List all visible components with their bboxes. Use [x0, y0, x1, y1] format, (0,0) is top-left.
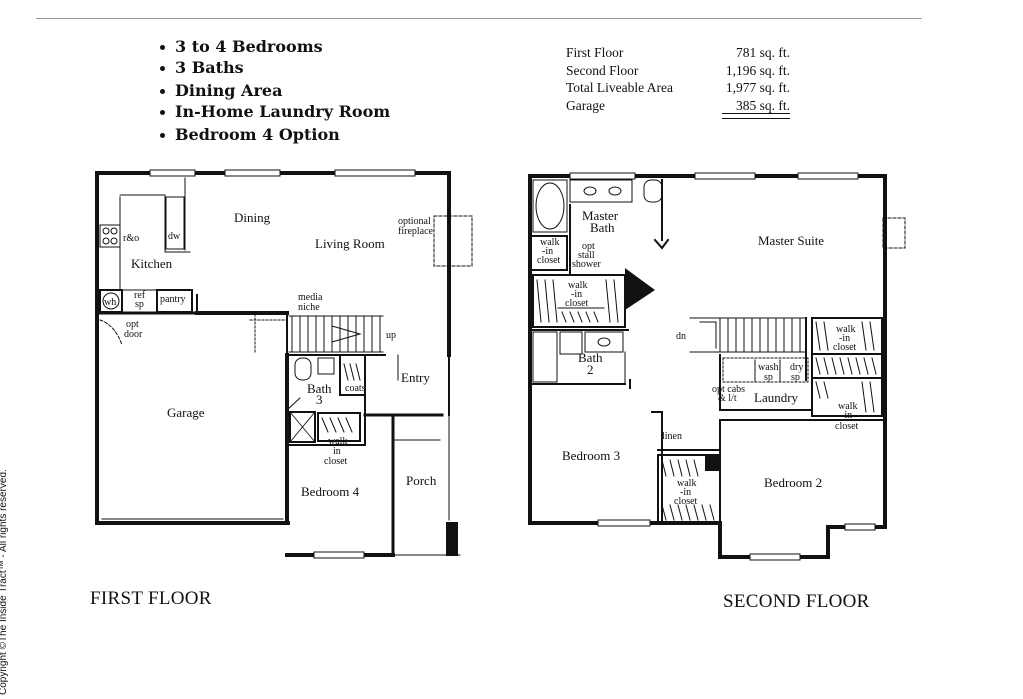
first-floor-labels: Kitchen Dining Living Room optional fire… [104, 210, 437, 499]
area-label: Second Floor [566, 62, 639, 78]
walkin-a-label: walk [540, 237, 559, 248]
walkin-d-label: -in [841, 410, 852, 421]
washer-label: sp [764, 372, 773, 383]
area-row: Garage 385 sq. ft. [566, 97, 790, 115]
feature-text: Dining Area [175, 81, 283, 100]
walkin-b-label: -in [571, 289, 582, 300]
area-row: First Floor 781 sq. ft. [566, 44, 790, 62]
opt-door-label: door [124, 329, 143, 340]
dryer-label: dry [790, 362, 803, 373]
walkin-c-label: closet [833, 342, 857, 353]
bullet-icon [160, 66, 165, 71]
feature-item: 3 Baths [160, 57, 390, 78]
walkin-b-label: walk [568, 280, 587, 291]
opt-stall-shower-label: shower [572, 259, 602, 270]
second-floor-title: SECOND FLOOR [723, 591, 870, 612]
porch-label: Porch [406, 473, 437, 488]
bath2-label: 2 [587, 362, 594, 377]
bath2-label: Bath [578, 350, 603, 365]
coats-label: coats [345, 383, 366, 394]
feature-item: Dining Area [160, 80, 390, 101]
pantry-label: pantry [160, 294, 186, 305]
feature-item: 3 to 4 Bedrooms [160, 36, 390, 57]
walkin-d-label: walk [838, 401, 857, 412]
walkin-c-label: walk [836, 324, 855, 335]
feature-text: In-Home Laundry Room [175, 102, 391, 121]
feature-text: 3 to 4 Bedrooms [175, 37, 323, 56]
bullet-icon [160, 133, 165, 138]
top-rule [36, 18, 922, 19]
area-value: 1,977 sq. ft. [725, 80, 790, 95]
walkin-c-label: -in [839, 333, 850, 344]
first-floor-title: FIRST FLOOR [90, 588, 212, 609]
feature-item: Bedroom 4 Option [160, 124, 390, 145]
walkin-a-label: -in [542, 246, 553, 257]
fireplace-label: optional [398, 216, 431, 227]
feature-text: 3 Baths [175, 58, 244, 77]
walkin-e-label: closet [674, 496, 698, 507]
fireplace-label: fireplace [398, 226, 434, 237]
bullet-icon [160, 89, 165, 94]
master-suite-label: Master Suite [758, 233, 824, 248]
laundry-label: Laundry [754, 390, 799, 405]
walkin-d-label: closet [835, 421, 859, 432]
bedroom4-label: Bedroom 4 [301, 484, 360, 499]
bath3-label: Bath [307, 381, 332, 396]
dining-label: Dining [234, 210, 271, 225]
media-niche-label: media [298, 292, 323, 303]
walkin-label: in [333, 446, 341, 457]
bullet-icon [160, 45, 165, 50]
ref-label: ref [134, 290, 146, 301]
opt-cabs-label: & l/t [718, 393, 737, 404]
bedroom2-label: Bedroom 2 [764, 475, 822, 490]
master-bath-label: Master [582, 208, 619, 223]
media-niche-label: niche [298, 302, 320, 313]
feature-list: 3 to 4 Bedrooms 3 Baths Dining Area In-H… [160, 36, 390, 145]
opt-cabs-label: opt cabs [712, 384, 745, 395]
opt-door-label: opt [126, 319, 139, 330]
walkin-e-label: walk [677, 478, 696, 489]
entry-label: Entry [401, 370, 430, 385]
garage-label: Garage [167, 405, 205, 420]
area-label: First Floor [566, 45, 624, 60]
walkin-a-label: closet [537, 255, 561, 266]
walkin-e-label: -in [680, 487, 691, 498]
walkin-label: closet [324, 456, 348, 467]
total-underline [722, 113, 790, 119]
walkin-b-label: closet [565, 298, 589, 309]
washer-label: wash [758, 362, 779, 373]
feature-text: Bedroom 4 Option [175, 125, 340, 144]
area-value: 1,196 sq. ft. [725, 62, 790, 78]
area-label: Garage [566, 97, 605, 113]
area-row: Total Liveable Area 1,977 sq. ft. [566, 79, 790, 97]
dryer-label: sp [791, 372, 800, 383]
first-floor-plan [95, 169, 473, 559]
dishwasher-label: dw [168, 231, 181, 242]
area-value: 781 sq. ft. [736, 45, 790, 60]
second-floor-labels: Master Bath Master Suite walk -in closet… [537, 208, 859, 507]
bedroom3-label: Bedroom 3 [562, 448, 620, 463]
water-heater-label: wh [104, 297, 116, 308]
living-room-label: Living Room [315, 236, 385, 251]
range-oven-label: r&o [123, 233, 139, 244]
area-table: First Floor 781 sq. ft. Second Floor 1,196… [566, 44, 790, 114]
stairs-up-label: up [386, 330, 396, 341]
walkin-label: walk [328, 436, 347, 447]
area-value: 385 sq. ft. [736, 97, 790, 113]
area-row: Second Floor 1,196 sq. ft. [566, 62, 790, 80]
kitchen-label: Kitchen [131, 256, 173, 271]
bullet-icon [160, 110, 165, 115]
area-label: Total Liveable Area [566, 80, 674, 95]
opt-stall-shower-label: stall [578, 250, 595, 261]
stairs-down-label: dn [676, 331, 686, 342]
feature-item: In-Home Laundry Room [160, 101, 390, 122]
opt-stall-shower-label: opt [582, 241, 595, 252]
master-bath-label: Bath [590, 220, 615, 235]
linen-label: linen [662, 431, 682, 442]
bath3-label: 3 [316, 392, 323, 407]
second-floor-plan [528, 172, 906, 561]
ref-label: sp [135, 299, 144, 310]
